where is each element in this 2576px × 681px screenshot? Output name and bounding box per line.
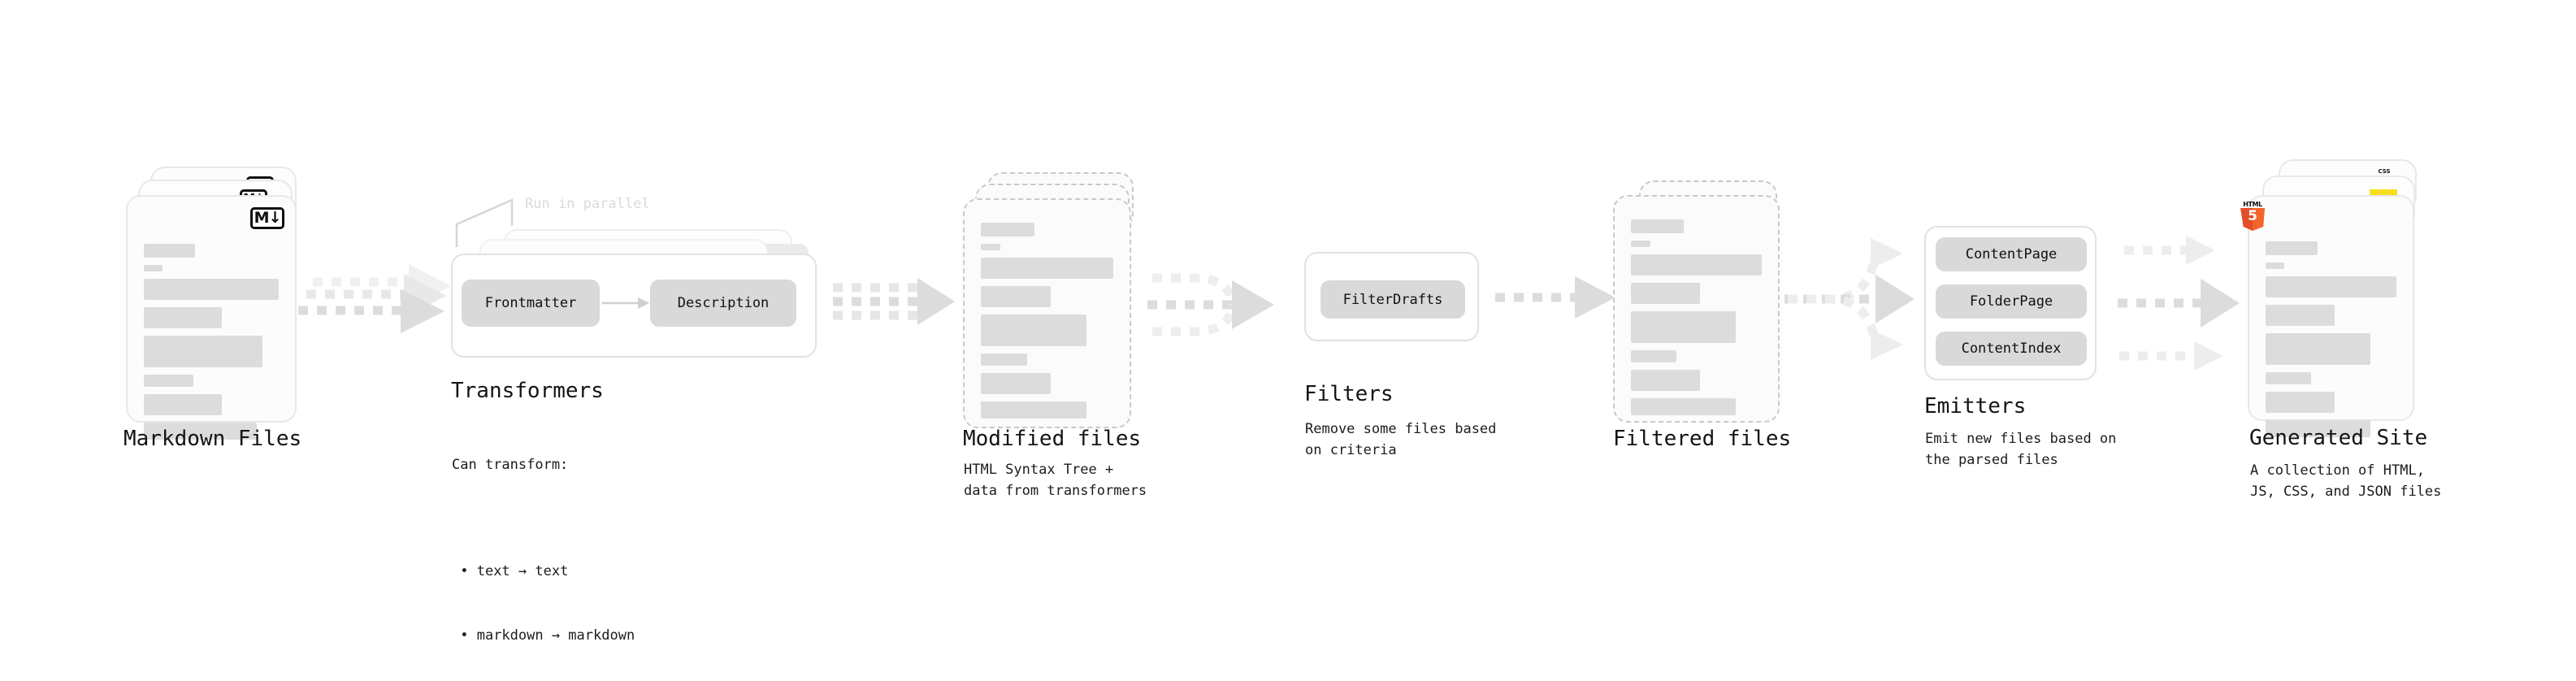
content-bar — [144, 375, 194, 387]
filters-description: Remove some files based on criteria — [1305, 421, 1497, 459]
markdown-icon: M↓ — [250, 207, 284, 229]
filter-chip-filterdrafts[interactable]: FilterDrafts — [1321, 280, 1465, 319]
content-bar — [1631, 254, 1762, 275]
transformer-inner-arrow — [602, 297, 649, 309]
markdown-card-content — [144, 244, 279, 447]
content-bar — [2266, 241, 2318, 255]
content-bar — [2266, 333, 2370, 365]
css3-icon-text: CSS — [2378, 168, 2391, 175]
markdown-card-front: M↓ — [126, 195, 297, 440]
modified-files-label: Modified files — [963, 427, 1142, 451]
emitter-chip-contentpage[interactable]: ContentPage — [1936, 237, 2087, 271]
arrow-markdown-to-transformers — [298, 264, 451, 333]
content-bar — [144, 307, 223, 328]
modified-files-description: HTML Syntax Tree + data from transformer… — [964, 462, 1147, 500]
content-bar — [981, 354, 1028, 366]
site-card-content — [2266, 241, 2396, 445]
content-bar — [981, 314, 1087, 346]
content-bar — [144, 336, 263, 367]
content-bar — [2266, 392, 2335, 413]
emitters-description: Emit new files based on the parsed files — [1925, 431, 2117, 469]
transformers-desc-line: Can transform: — [452, 456, 569, 473]
transformers-bullet-list: • text → text • markdown → markdown • ht… — [452, 518, 635, 681]
transformers-description: Can transform: • text → text • markdown … — [452, 411, 635, 681]
arrow-modified-to-filters — [1147, 273, 1274, 336]
content-bar — [2266, 305, 2335, 326]
site-card-front: HTML 5 — [2240, 195, 2414, 437]
filtered-card-front — [1613, 195, 1780, 423]
transformer-chip-description[interactable]: Description — [650, 280, 796, 327]
content-bar — [2266, 262, 2284, 269]
html5-icon: HTML 5 — [2240, 201, 2265, 231]
run-in-parallel-label: Run in parallel — [525, 196, 650, 212]
run-in-parallel-bracket — [455, 198, 514, 247]
content-bar — [981, 373, 1052, 394]
html5-icon-digit: 5 — [2248, 208, 2257, 224]
html5-icon-wordmark: HTML — [2243, 201, 2262, 208]
content-bar — [1631, 398, 1736, 415]
content-bar — [981, 244, 1000, 250]
content-bar — [981, 258, 1113, 279]
content-bar — [981, 286, 1052, 307]
content-bar — [2266, 276, 2396, 297]
content-bar — [1631, 311, 1736, 343]
content-bar — [1631, 370, 1701, 391]
html5-icon-shield-inner — [2253, 208, 2265, 231]
transformers-bullet: • text → text — [452, 563, 569, 580]
content-bar — [144, 265, 163, 271]
arrow-filtered-to-emitters — [1785, 238, 1915, 360]
modified-card-content — [981, 223, 1113, 426]
filtered-files-label: Filtered files — [1613, 427, 1792, 451]
arrow-transformers-to-modified — [833, 278, 955, 325]
transformers-bullet: • markdown → markdown — [452, 627, 635, 644]
filtered-card-content — [1631, 219, 1762, 423]
content-bar — [1631, 241, 1650, 247]
content-bar — [981, 223, 1034, 236]
generated-site-description: A collection of HTML, JS, CSS, and JSON … — [2250, 462, 2442, 501]
content-bar — [1631, 350, 1677, 362]
generated-site-label: Generated Site — [2249, 426, 2428, 450]
markdown-files-label: Markdown Files — [124, 427, 302, 451]
filters-label: Filters — [1304, 382, 1394, 406]
content-bar — [1631, 283, 1701, 304]
modified-card-front — [963, 198, 1131, 428]
content-bar — [144, 423, 258, 440]
transformers-label: Transformers — [451, 379, 604, 403]
emitter-chip-folderpage[interactable]: FolderPage — [1936, 284, 2087, 319]
arrow-emitters-to-site — [2118, 236, 2240, 371]
content-bar — [144, 394, 223, 415]
arrow-filters-to-filtered — [1495, 276, 1615, 319]
transformer-chip-frontmatter[interactable]: Frontmatter — [462, 280, 600, 327]
content-bar — [981, 401, 1087, 419]
content-bar — [2266, 420, 2370, 437]
content-bar — [144, 244, 195, 258]
content-bar — [1631, 219, 1684, 233]
content-bar — [2266, 372, 2312, 384]
emitters-label: Emitters — [1924, 394, 2027, 419]
content-bar — [144, 279, 279, 300]
emitter-chip-contentindex[interactable]: ContentIndex — [1936, 332, 2087, 366]
transformers-group: Frontmatter Description — [443, 229, 825, 367]
